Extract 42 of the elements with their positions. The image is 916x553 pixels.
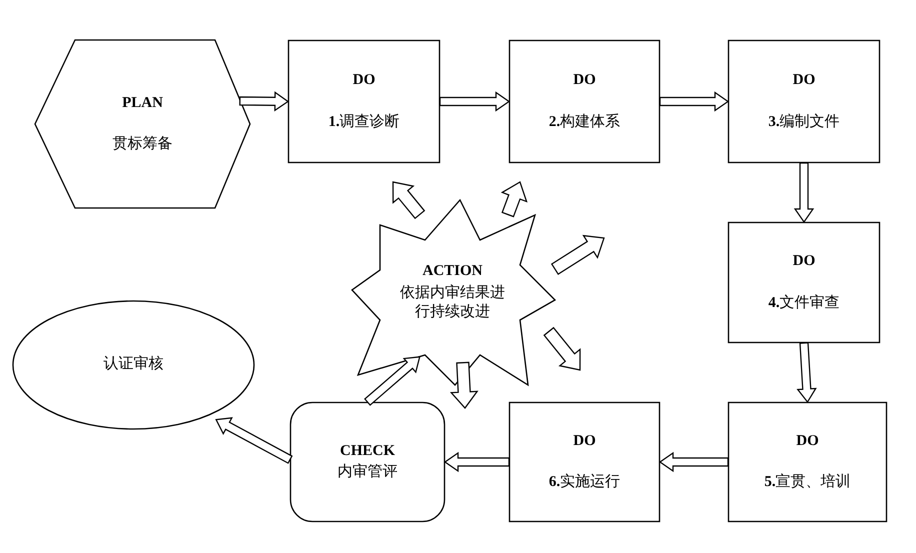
block-arrow [239, 91, 290, 112]
node-heading: CHECK [340, 442, 395, 460]
node-heading: ACTION [422, 262, 482, 282]
block-arrow [439, 91, 510, 112]
process-box [728, 222, 880, 343]
node-text: 3.编制文件 [768, 112, 840, 132]
process-box [728, 402, 887, 522]
process-box [509, 40, 660, 163]
block-arrow [796, 342, 817, 404]
node-text: 6.实施运行 [548, 473, 620, 492]
process-box [288, 40, 440, 163]
hexagon-shape [35, 40, 250, 208]
ellipse-shape [12, 300, 255, 430]
block-arrow [450, 362, 478, 409]
node-text: 5.宣贯、培训 [764, 473, 851, 492]
node-heading: DO [352, 71, 376, 90]
rounded-box [290, 402, 445, 522]
node-heading: DO [573, 71, 596, 90]
block-arrow [658, 452, 729, 472]
block-arrow [550, 234, 605, 275]
node-text: 认证审核 [104, 355, 164, 374]
block-arrow [794, 162, 814, 224]
node-heading: DO [796, 432, 819, 450]
block-arrow [500, 181, 528, 218]
node-text: 贯标筹备 [112, 135, 172, 154]
node-text: 4.文件审查 [768, 294, 840, 312]
block-arrow [659, 91, 730, 112]
node-heading: DO [792, 252, 816, 271]
node-text: 依据内审结果进行持续改进 [399, 284, 506, 322]
node-heading: PLAN [122, 94, 163, 112]
node-heading: DO [573, 432, 596, 450]
block-arrow [543, 326, 581, 371]
process-box [509, 402, 660, 522]
node-text: 2.构建体系 [548, 112, 620, 132]
block-arrow [215, 417, 293, 464]
block-arrow [392, 181, 426, 220]
process-box [728, 40, 880, 163]
node-text: 内审管评 [338, 463, 398, 482]
block-arrow [444, 452, 510, 472]
block-arrow [364, 356, 420, 406]
node-text: 1.调查诊断 [328, 112, 400, 132]
node-heading: DO [792, 71, 816, 90]
